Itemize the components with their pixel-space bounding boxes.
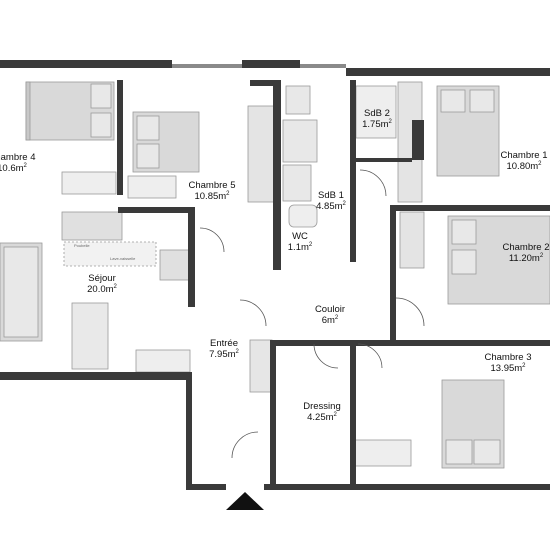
area-unit-sup: 2 <box>235 348 239 355</box>
room-label-dressing: Dressing 4.25m2 <box>292 401 352 423</box>
room-name: SdB 1 <box>318 190 344 201</box>
area-unit-sup: 2 <box>23 162 27 169</box>
room-area: 10.85m <box>194 191 227 202</box>
room-label-chambre-3: Chambre 3 13.95m2 <box>478 352 538 374</box>
area-unit-sup: 2 <box>522 362 526 369</box>
kitchen-label-poubelle: Poubelle <box>74 243 90 248</box>
area-unit-sup: 2 <box>113 283 117 290</box>
room-name: Couloir <box>314 304 346 315</box>
shower-sdb-2 <box>355 85 397 139</box>
entrance-arrow-icon <box>226 492 264 510</box>
room-label-sejour: Séjour 20.0m2 <box>72 273 132 295</box>
kitchen-stove <box>159 249 191 281</box>
room-name: Dressing <box>303 401 341 412</box>
room-name: Entrée <box>210 338 238 349</box>
room-name: WC <box>292 231 308 242</box>
washer-sdb-1 <box>282 164 312 202</box>
room-name: Chambre 2 <box>502 242 550 253</box>
room-label-entree: Entrée 7.95m2 <box>194 338 254 360</box>
room-label-sdb-1: SdB 1 4.85m2 <box>306 190 356 212</box>
room-area: 13.95m <box>490 363 523 374</box>
desk-chambre-3 <box>354 439 412 467</box>
kitchen-label-lave-vaisselle: Lave-vaisselle <box>110 256 136 261</box>
doors-layer <box>199 169 425 459</box>
room-area: 10.6m <box>0 163 24 174</box>
area-unit-sup: 2 <box>342 200 346 207</box>
room-area: 11.20m <box>508 253 540 264</box>
room-area: 6m <box>321 315 335 326</box>
room-label-chambre-5: Chambre 5 10.85m2 <box>182 180 242 202</box>
room-area: 4.25m <box>307 412 334 423</box>
area-unit-sup: 2 <box>226 190 230 197</box>
room-label-wc: WC 1.1m2 <box>282 231 318 253</box>
kitchen-counter <box>61 211 123 241</box>
area-unit-sup: 2 <box>539 252 544 259</box>
room-label-sdb-2: SdB 2 1.75m2 <box>356 108 398 130</box>
room-label-couloir: Couloir 6m2 <box>300 304 360 326</box>
area-unit-sup: 2 <box>334 314 339 321</box>
room-name: Chambre 5 <box>188 180 236 191</box>
room-area: 20.0m <box>87 284 114 295</box>
sink-sdb-1 <box>285 85 311 115</box>
kitchen-island <box>63 241 157 267</box>
room-area: 4.85m <box>316 201 343 212</box>
room-label-chambre-2: Chambre 2 11.20m2 <box>496 242 550 264</box>
room-label-chambre-1: Chambre 1 10.80m2 <box>494 150 550 172</box>
room-area: 7.95m <box>209 349 236 360</box>
room-name: Chambre 3 <box>484 352 532 363</box>
sideboard <box>135 349 191 373</box>
walls-layer <box>0 60 550 490</box>
wardrobe-chambre-2 <box>399 211 425 269</box>
area-unit-sup: 2 <box>308 241 313 248</box>
desk-chambre-5 <box>127 175 177 199</box>
area-unit-sup: 2 <box>333 411 337 418</box>
room-area: 1.1m <box>287 242 309 253</box>
room-area: 10.80m <box>506 161 539 172</box>
toilet-wc <box>288 204 318 228</box>
desk-chambre-4 <box>61 171 117 195</box>
area-unit-sup: 2 <box>538 160 542 167</box>
room-name: Chambre 4 <box>0 152 36 163</box>
room-name: Chambre 1 <box>500 150 548 161</box>
area-unit-sup: 2 <box>388 118 392 125</box>
room-name: SdB 2 <box>364 108 390 119</box>
wardrobe-chambre-5 <box>247 105 275 203</box>
furniture-layer <box>0 81 550 469</box>
room-name: Séjour <box>88 273 116 284</box>
dining-table <box>71 302 109 370</box>
room-label-chambre-4: Chambre 4 10.6m2 <box>0 152 42 174</box>
shower-sdb-1 <box>282 119 318 163</box>
room-area: 1.75m <box>362 119 389 130</box>
